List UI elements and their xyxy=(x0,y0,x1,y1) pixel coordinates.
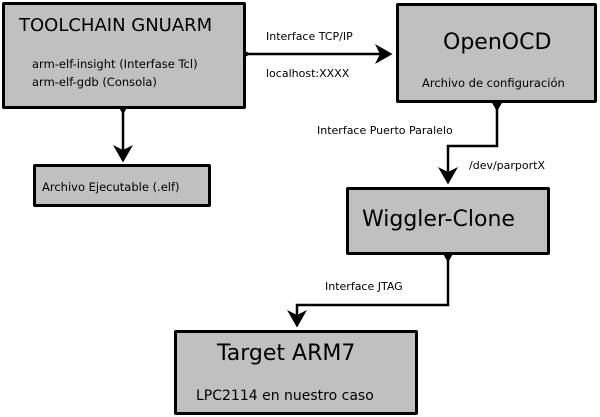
target-node: Target ARM7 LPC2114 en nuestro caso xyxy=(174,330,418,415)
tcp-label-top: Interface TCP/IP xyxy=(266,30,353,43)
toolchain-line-2: arm-elf-gdb (Consola) xyxy=(32,75,157,89)
parallel-label-side: /dev/parportX xyxy=(469,159,546,172)
elf-title: Archivo Ejecutable (.elf) xyxy=(42,180,180,194)
jtag-connector xyxy=(287,245,458,328)
toolchain-title: TOOLCHAIN GNUARM xyxy=(19,15,213,36)
wiggler-node: Wiggler-Clone xyxy=(346,187,550,255)
parallel-connector xyxy=(438,94,507,185)
wiggler-title: Wiggler-Clone xyxy=(362,207,515,232)
tcp-label-bottom: localhost:XXXX xyxy=(266,67,350,80)
openocd-title: OpenOCD xyxy=(443,30,552,55)
openocd-node: OpenOCD Archivo de configuración xyxy=(396,3,597,103)
openocd-subtitle: Archivo de configuración xyxy=(422,76,565,90)
elf-node: Archivo Ejecutable (.elf) xyxy=(33,164,211,207)
toolchain-line-1: arm-elf-insight (Interfase Tcl) xyxy=(32,57,198,71)
target-subtitle: LPC2114 en nuestro caso xyxy=(196,388,374,404)
jtag-label: Interface JTAG xyxy=(325,280,403,293)
toolchain-node: TOOLCHAIN GNUARM arm-elf-insight (Interf… xyxy=(2,2,246,109)
target-title: Target ARM7 xyxy=(217,341,356,366)
parallel-label-top: Interface Puerto Paralelo xyxy=(317,124,453,137)
